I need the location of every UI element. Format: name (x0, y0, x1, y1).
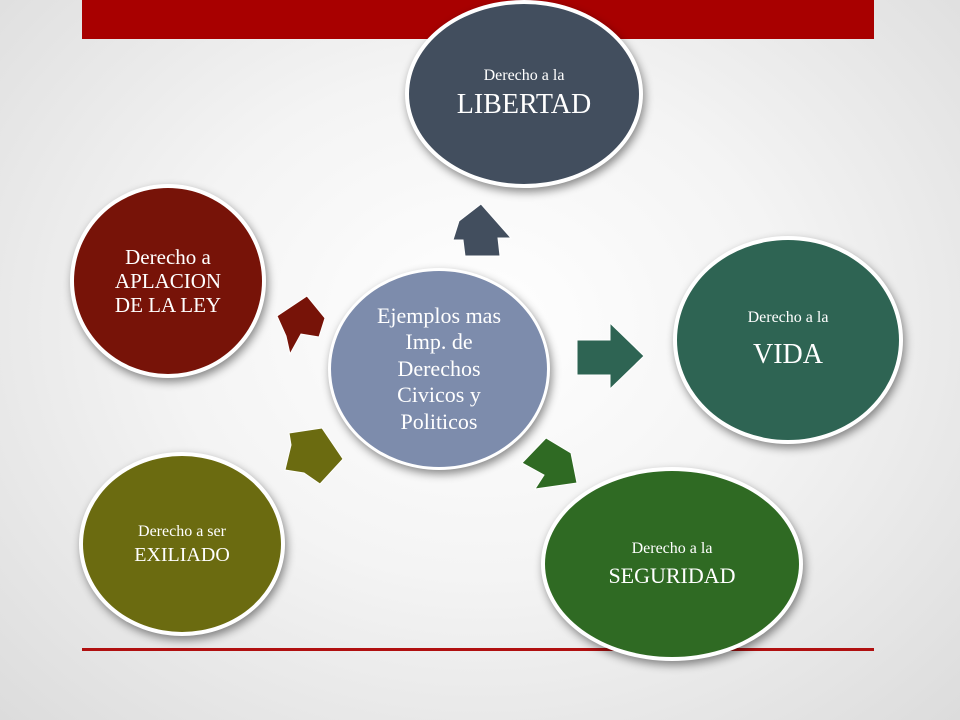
node-vida-prefix: Derecho a la (747, 309, 829, 327)
node-exiliado-prefix: Derecho a ser (138, 522, 226, 540)
node-libertad-prefix: Derecho a la (483, 67, 565, 85)
arrow-to-libertad (452, 203, 513, 257)
arrow-to-exiliado (284, 427, 344, 485)
node-derecho-libertad: Derecho a la LIBERTAD (405, 0, 643, 188)
center-line-3: Derechos (397, 355, 481, 381)
arrow-to-seguridad (521, 437, 578, 490)
node-derecho-exiliado: Derecho a ser EXILIADO (79, 452, 285, 636)
node-libertad-title: LIBERTAD (456, 89, 592, 121)
node-seguridad-title: SEGURIDAD (608, 563, 736, 589)
node-aplicacion-line-2: APLACION (114, 268, 222, 293)
node-derecho-aplicacion-ley: Derecho a APLACION DE LA LEY (70, 184, 266, 378)
node-vida-title: VIDA (753, 339, 823, 371)
node-seguridad-prefix: Derecho a la (631, 540, 713, 558)
node-aplicacion-line-3: DE LA LEY (114, 293, 222, 318)
center-line-2: Imp. de (405, 329, 473, 355)
center-node: Ejemplos mas Imp. de Derechos Civicos y … (328, 268, 550, 470)
center-line-4: Civicos y (397, 382, 481, 408)
node-derecho-seguridad: Derecho a la SEGURIDAD (541, 467, 803, 661)
arrow-to-aplicacion (276, 295, 326, 356)
arrow-to-vida (576, 321, 645, 391)
center-line-1: Ejemplos mas (376, 303, 502, 329)
node-derecho-vida: Derecho a la VIDA (673, 236, 903, 444)
center-line-5: Politicos (400, 408, 478, 434)
node-exiliado-title: EXILIADO (134, 543, 230, 566)
bottom-divider-line (82, 648, 874, 651)
node-aplicacion-line-1: Derecho a (125, 244, 211, 269)
